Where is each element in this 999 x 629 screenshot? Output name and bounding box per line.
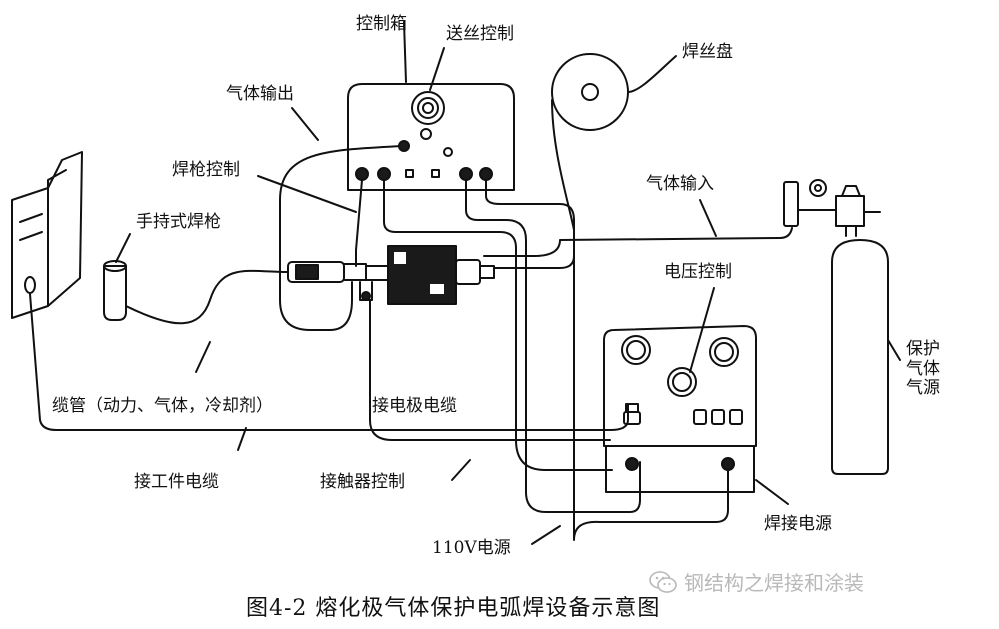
label-gas-input: 气体输入 — [646, 174, 714, 194]
wire-feeder — [387, 245, 495, 305]
contactor-cable-line — [465, 179, 641, 513]
label-cable-hose: 缆管（动力、气体，冷却剂） — [52, 396, 273, 416]
label-welding-power: 焊接电源 — [764, 514, 832, 534]
label-110v-power: 110V电源 — [432, 538, 511, 558]
gas-output-leader — [291, 107, 319, 141]
welding-power-source — [603, 287, 789, 505]
watermark: 钢结构之焊接和涂装 — [648, 567, 864, 596]
gas-regulator — [783, 179, 881, 237]
gas-input-leader — [699, 199, 717, 237]
control-box — [347, 21, 515, 191]
label-handheld-gun: 手持式焊枪 — [136, 212, 221, 232]
cable-hose-line — [125, 269, 289, 325]
power-110v-line — [485, 179, 729, 541]
label-wire-feed-control: 送丝控制 — [446, 24, 514, 44]
wechat-icon — [649, 570, 677, 593]
label-gas-output: 气体输出 — [226, 84, 294, 104]
gun-control-leader — [257, 175, 357, 213]
label-wire-spool: 焊丝盘 — [682, 42, 733, 62]
cable-hose-leader — [195, 341, 211, 373]
watermark-text: 钢结构之焊接和涂装 — [684, 571, 864, 595]
label-shielding-gas: 保护气体气源 — [906, 339, 940, 399]
label-electrode-cable: 接电极电缆 — [372, 396, 457, 416]
wire-spool — [493, 53, 677, 269]
gun-control-line — [355, 179, 363, 267]
power-110v-leader — [531, 525, 561, 545]
electrode-cable-to-gun — [369, 299, 611, 441]
label-control-box: 控制箱 — [356, 14, 407, 34]
label-contactor-control: 接触器控制 — [320, 472, 405, 492]
label-work-cable: 接工件电缆 — [134, 472, 219, 492]
gun-connector — [287, 261, 389, 301]
figure-caption: 图4-2 熔化极气体保护电弧焊设备示意图 — [246, 596, 661, 621]
work-cable-leader — [237, 427, 247, 451]
handheld-torch — [103, 233, 131, 321]
label-gun-control: 焊枪控制 — [172, 160, 240, 180]
contactor-leader — [451, 459, 471, 481]
workpiece — [11, 151, 83, 319]
gas-input-line — [483, 227, 793, 257]
electrode-cable-line — [383, 179, 613, 471]
label-voltage-control: 电压控制 — [664, 262, 732, 282]
gas-output-line — [279, 145, 403, 331]
gas-cylinder — [831, 239, 901, 475]
